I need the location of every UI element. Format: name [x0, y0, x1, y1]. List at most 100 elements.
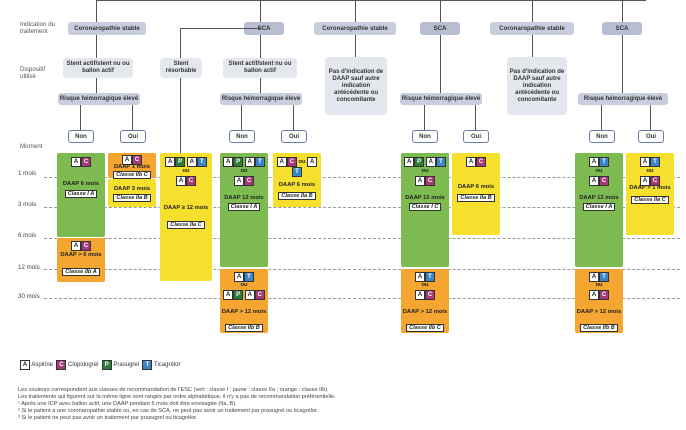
text-daap1: DAAP 1 mois	[113, 164, 151, 170]
footnote-4: ² Si le patient a une coronaropathie sta…	[18, 408, 319, 414]
clopidogrel-icon: C	[81, 241, 91, 251]
legend-prasugrel: Prasugrel	[113, 362, 140, 368]
text-ou: ou	[421, 282, 429, 288]
text-daap-gt6: DAAP > 6 mois	[60, 252, 102, 258]
label-dispositif: Dispositif utilisé	[20, 66, 46, 80]
ticagrelor-icon: T	[244, 272, 254, 282]
device-pas-indication-2: Pas d'indication de DAAP sauf autre indi…	[507, 57, 567, 115]
option-oui-2: Oui	[281, 130, 307, 143]
text-daap-gt1: DAAP > 1 mois	[629, 185, 671, 191]
text-ou: ou	[240, 168, 248, 174]
text-ou: ou	[240, 282, 248, 288]
label-moment: Moment	[20, 143, 43, 150]
text-daap-gt12: DAAP > 12 mois	[221, 309, 267, 315]
time-6-mois: 6 mois	[18, 232, 37, 239]
aspirine-icon: A	[589, 290, 599, 300]
ticagrelor-icon: T	[254, 157, 265, 167]
connector	[260, 78, 261, 93]
class-badge: Classe IIb B	[220, 324, 268, 332]
connector	[80, 105, 81, 130]
aspirine-icon: A	[165, 157, 176, 167]
connector	[180, 78, 181, 156]
aspirine-icon: A	[404, 157, 415, 167]
header-coronaropathie-stable-2: Coronaropathie stable	[314, 22, 396, 35]
gridline	[44, 298, 680, 299]
class-badge: Classe IIa C	[626, 196, 674, 204]
clopidogrel-icon: C	[56, 360, 67, 370]
connector	[601, 105, 602, 130]
connector	[650, 105, 651, 130]
ticagrelor-icon: T	[599, 272, 609, 282]
ticagrelor-icon: T	[142, 360, 153, 370]
connector	[424, 105, 425, 130]
connector	[180, 28, 181, 58]
option-oui-1: Oui	[120, 130, 146, 143]
header-sca-3: SCA	[602, 22, 642, 35]
clopidogrel-icon: C	[650, 176, 660, 186]
clopidogrel-icon: C	[186, 176, 196, 186]
option-non-2: Non	[229, 130, 255, 143]
device-stent-resorbable: Stent résorbable	[160, 58, 202, 78]
class-badge: Classe IIa B	[273, 192, 321, 200]
time-30-mois: 30 mois	[18, 293, 40, 300]
header-sca-2: SCA	[420, 22, 460, 35]
risk-bleeding-4: Risque hémorragique élevé	[578, 93, 668, 105]
top-connector	[96, 0, 646, 1]
option-oui-4: Oui	[638, 130, 664, 143]
device-pas-indication: Pas d'indication de DAAP sauf autre indi…	[325, 57, 387, 115]
text-daap-gt12: DAAP > 12 mois	[402, 309, 448, 315]
aspirine-icon: A	[640, 157, 650, 167]
label-indication: Indication du traitement	[20, 21, 56, 35]
prasugrel-icon: P	[101, 360, 112, 370]
clopidogrel-icon: C	[244, 176, 254, 186]
class-badge: Classe IIb B	[575, 324, 623, 332]
aspirine-icon: A	[234, 272, 244, 282]
connector	[293, 105, 294, 130]
connector	[96, 78, 97, 93]
header-sca: SCA	[244, 22, 284, 35]
gridline	[44, 207, 680, 208]
aspirine-icon: A	[176, 176, 186, 186]
aspirine-icon: A	[415, 272, 425, 282]
prasugrel-icon: P	[233, 290, 244, 300]
text-daap-ge12: DAAP ≥ 12 mois	[163, 205, 209, 211]
time-12-mois: 12 mois	[18, 264, 40, 271]
gridline	[44, 238, 680, 239]
risk-bleeding-3: Risque hémorragique élevé	[400, 93, 482, 105]
footnote-1: Les couleurs correspondent aux classes d…	[18, 387, 329, 393]
text-ou: ou	[421, 168, 429, 174]
option-non-1: Non	[68, 130, 94, 143]
connector	[355, 0, 356, 22]
aspirine-icon: A	[415, 176, 425, 186]
legend: A Aspirine C Clopidogrel P Prasugrel T T…	[20, 360, 180, 370]
text-ou: ou	[595, 168, 603, 174]
text-daap12: DAAP 12 mois	[224, 195, 264, 201]
prasugrel-icon: P	[233, 157, 244, 167]
ticagrelor-icon: T	[196, 157, 207, 167]
class-badge: Classe I A	[575, 203, 623, 211]
ticagrelor-icon: T	[292, 167, 302, 177]
aspirine-icon: A	[122, 155, 132, 165]
connector	[440, 0, 441, 22]
aspirine-icon: A	[589, 272, 599, 282]
connector	[622, 35, 623, 93]
aspirine-icon: A	[234, 176, 244, 186]
text-daap-gt12: DAAP > 12 mois	[576, 309, 622, 315]
clopidogrel-icon: C	[254, 290, 265, 300]
gridline	[44, 177, 680, 178]
aspirine-icon: A	[466, 157, 476, 167]
text-daap6: DAAP 6 mois	[457, 184, 495, 190]
clopidogrel-icon: C	[425, 290, 435, 300]
aspirine-icon: A	[589, 176, 599, 186]
text-daap12: DAAP 12 mois	[579, 195, 619, 201]
prasugrel-icon: P	[414, 157, 425, 167]
ticagrelor-icon: T	[599, 157, 609, 167]
connector	[260, 35, 261, 58]
bar-daap-ge12-mois	[160, 153, 212, 281]
